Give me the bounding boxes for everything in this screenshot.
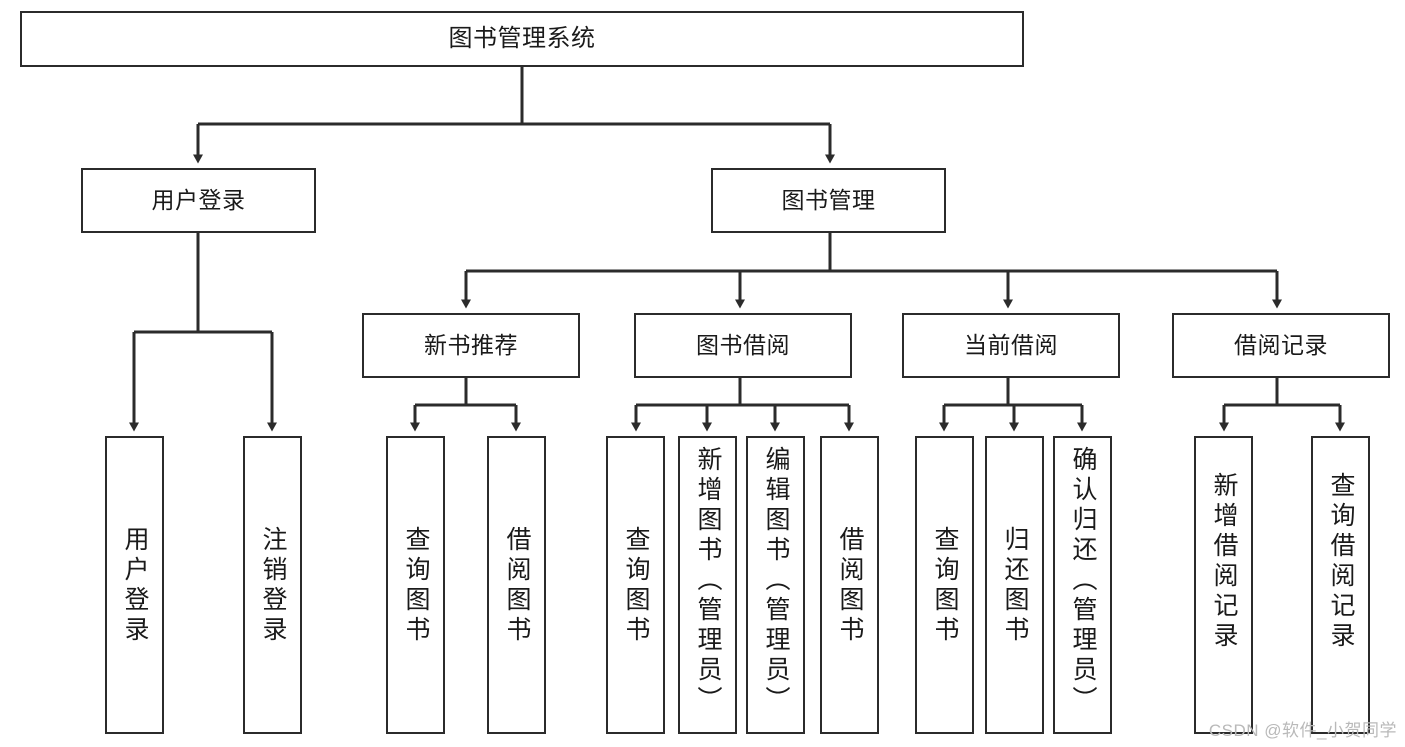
node-root-book-management-system[interactable]: 图书管理系统 [20, 11, 1024, 67]
node-leaf-query-book-1[interactable]: 查询图书 [386, 436, 445, 734]
node-leaf-confirm-return[interactable]: 确认归还（管理员） [1053, 436, 1112, 734]
node-leaf-borrow-book-1[interactable]: 借阅图书 [487, 436, 546, 734]
node-leaf-edit-book[interactable]: 编辑图书（管理员） [746, 436, 805, 734]
node-label: 借阅记录 [1234, 331, 1328, 358]
node-label: 图书管理 [781, 186, 876, 213]
node-book-manage[interactable]: 图书管理 [711, 168, 946, 233]
node-label: 图书管理系统 [448, 24, 596, 52]
node-leaf-query-book-2[interactable]: 查询图书 [606, 436, 665, 734]
node-label: 确认归还（管理员） [1069, 446, 1097, 716]
node-borrow-record[interactable]: 借阅记录 [1172, 313, 1390, 378]
node-leaf-query-record[interactable]: 查询借阅记录 [1311, 436, 1370, 734]
node-label: 查询图书 [622, 526, 650, 646]
node-label: 新书推荐 [424, 331, 518, 358]
node-leaf-add-book[interactable]: 新增图书（管理员） [678, 436, 737, 734]
node-label: 图书借阅 [696, 331, 790, 358]
node-label: 归还图书 [1001, 526, 1029, 646]
node-label: 用户登录 [151, 186, 246, 213]
node-leaf-user-login[interactable]: 用户登录 [105, 436, 164, 734]
node-leaf-add-record[interactable]: 新增借阅记录 [1194, 436, 1253, 734]
node-label: 查询借阅记录 [1327, 472, 1355, 652]
node-label: 查询图书 [402, 526, 430, 646]
node-label: 借阅图书 [836, 526, 864, 646]
node-label: 编辑图书（管理员） [762, 446, 790, 716]
node-label: 借阅图书 [503, 526, 531, 646]
node-leaf-user-logout[interactable]: 注销登录 [243, 436, 302, 734]
node-label: 新增借阅记录 [1210, 472, 1238, 652]
watermark: CSDN @软件_小贺同学 [1208, 721, 1397, 740]
node-new-book-recommend[interactable]: 新书推荐 [362, 313, 580, 378]
node-book-borrow[interactable]: 图书借阅 [634, 313, 852, 378]
node-user-login[interactable]: 用户登录 [81, 168, 316, 233]
node-label: 新增图书（管理员） [694, 446, 722, 716]
node-leaf-borrow-book-2[interactable]: 借阅图书 [820, 436, 879, 734]
node-leaf-return-book[interactable]: 归还图书 [985, 436, 1044, 734]
node-leaf-query-book-3[interactable]: 查询图书 [915, 436, 974, 734]
node-label: 用户登录 [121, 526, 149, 646]
node-label: 注销登录 [259, 526, 287, 646]
node-label: 查询图书 [931, 526, 959, 646]
node-current-borrow[interactable]: 当前借阅 [902, 313, 1120, 378]
node-label: 当前借阅 [964, 331, 1058, 358]
